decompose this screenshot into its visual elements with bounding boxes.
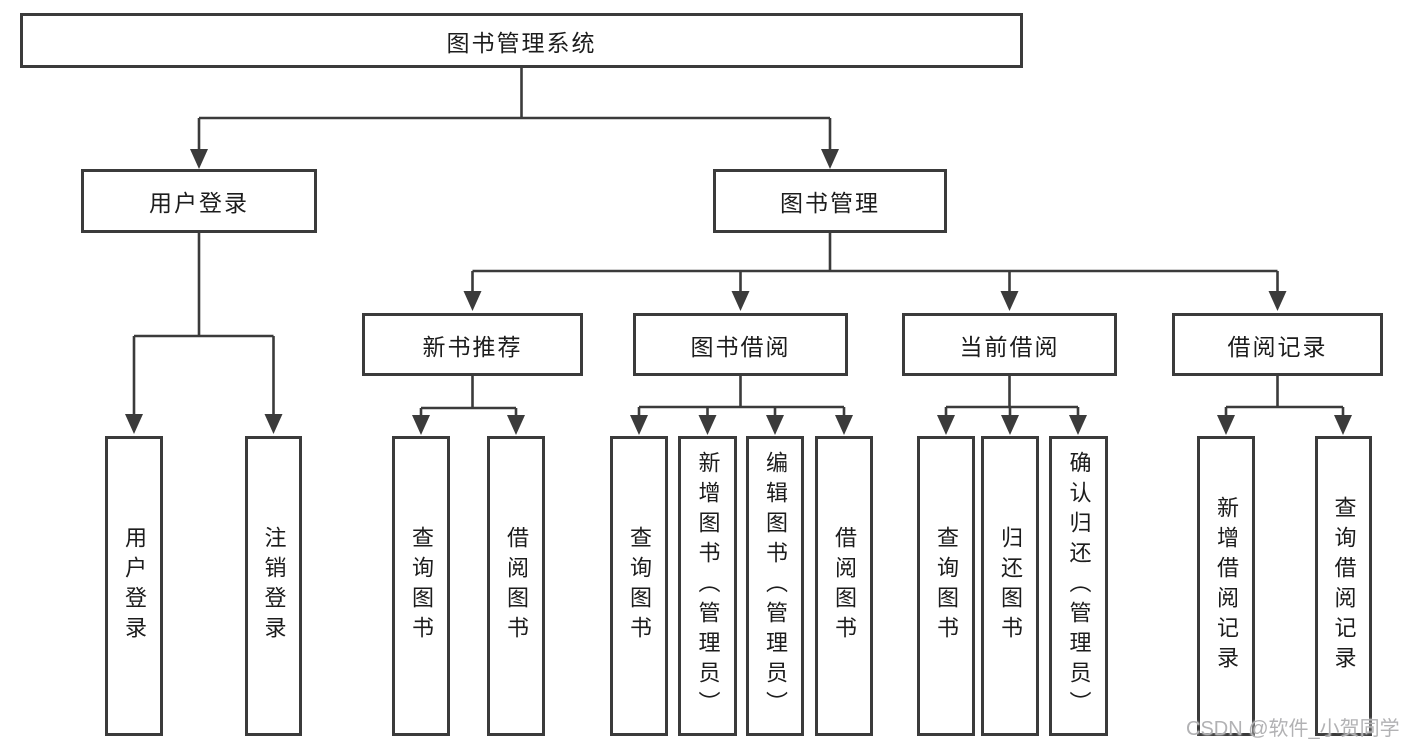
node-new-book-recommend-label: 新书推荐: [422, 333, 523, 360]
connector-current-to-children: [937, 376, 1087, 435]
node-book-management-label: 图书管理: [780, 190, 880, 216]
leaf-confirm-return-admin: 确认归还（管理员）: [1049, 436, 1108, 736]
leaf-borrow-books-recommend: 借阅图书: [487, 436, 545, 736]
leaf-edit-books-admin-label: 编辑图书（管理员）: [763, 451, 788, 721]
node-current-borrowing: 当前借阅: [902, 313, 1117, 376]
leaf-add-borrow-record-label: 新增借阅记录: [1214, 496, 1239, 676]
leaf-user-login: 用户登录: [105, 436, 163, 736]
leaf-return-books-label: 归还图书: [998, 526, 1023, 646]
node-book-management: 图书管理: [713, 169, 947, 233]
leaf-return-books: 归还图书: [981, 436, 1039, 736]
leaf-query-books-borrow-label: 查询图书: [627, 526, 652, 646]
leaf-query-books-borrow: 查询图书: [610, 436, 668, 736]
node-user-login-group: 用户登录: [81, 169, 317, 233]
node-user-login-group-label: 用户登录: [149, 190, 249, 216]
leaf-logout-label: 注销登录: [261, 526, 287, 646]
leaf-logout: 注销登录: [245, 436, 302, 736]
connector-records-to-children: [1217, 376, 1352, 435]
leaf-query-books-current: 查询图书: [917, 436, 975, 736]
node-borrowing-records: 借阅记录: [1172, 313, 1383, 376]
leaf-edit-books-admin: 编辑图书（管理员）: [746, 436, 804, 736]
connector-mgmt-to-children: [463, 233, 1287, 311]
leaf-borrow-books-label: 借阅图书: [832, 526, 857, 646]
leaf-query-borrow-record: 查询借阅记录: [1315, 436, 1372, 736]
leaf-borrow-books: 借阅图书: [815, 436, 873, 736]
leaf-borrow-books-recommend-label: 借阅图书: [504, 526, 529, 646]
node-current-borrowing-label: 当前借阅: [959, 333, 1060, 360]
connector-borrow-to-children: [630, 376, 853, 435]
connector-login-to-children: [125, 233, 283, 434]
leaf-add-books-admin: 新增图书（管理员）: [678, 436, 737, 736]
leaf-confirm-return-admin-label: 确认归还（管理员）: [1066, 451, 1092, 721]
node-root-label: 图书管理系统: [446, 29, 597, 56]
node-book-borrowing-label: 图书借阅: [690, 333, 791, 360]
leaf-query-books-current-label: 查询图书: [934, 526, 959, 646]
leaf-add-borrow-record: 新增借阅记录: [1197, 436, 1255, 736]
connector-root-to-children: [190, 68, 839, 169]
node-new-book-recommend: 新书推荐: [362, 313, 583, 376]
node-root-system: 图书管理系统: [20, 13, 1023, 68]
leaf-query-books-recommend-label: 查询图书: [409, 526, 434, 646]
leaf-user-login-label: 用户登录: [122, 526, 147, 646]
node-borrowing-records-label: 借阅记录: [1227, 333, 1328, 360]
leaf-query-borrow-record-label: 查询借阅记录: [1331, 496, 1357, 676]
csdn-watermark: CSDN @软件_小贺同学: [1186, 718, 1400, 740]
node-book-borrowing: 图书借阅: [633, 313, 848, 376]
leaf-add-books-admin-label: 新增图书（管理员）: [695, 451, 721, 721]
leaf-query-books-recommend: 查询图书: [392, 436, 450, 736]
connector-recommend-to-children: [412, 376, 525, 435]
